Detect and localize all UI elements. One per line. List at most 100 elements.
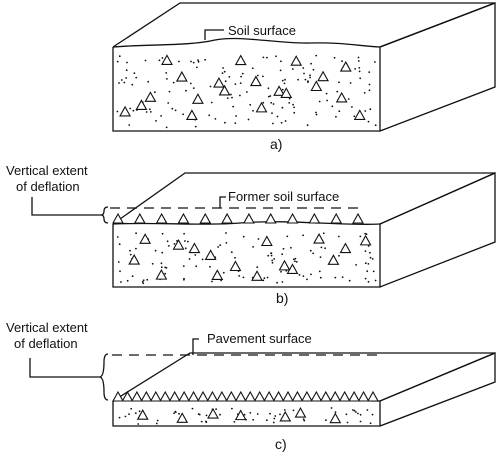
- soil-grain-dot: [147, 80, 150, 83]
- soil-grain-dot: [262, 279, 265, 282]
- soil-grain-dot: [368, 71, 371, 73]
- soil-grain-dot: [284, 120, 287, 122]
- deflation-brace: [100, 206, 109, 224]
- stone-triangle: [234, 409, 247, 421]
- soil-grain-dot: [130, 407, 133, 410]
- stone-triangle: [136, 409, 149, 420]
- soil-grain-dot: [275, 55, 277, 58]
- soil-grain-dot: [369, 108, 372, 111]
- soil-grain-dot: [291, 68, 294, 70]
- soil-grain-dot: [211, 280, 213, 283]
- block-front-face: [112, 401, 381, 427]
- soil-grain-dot: [265, 419, 268, 422]
- stone-triangle: [260, 235, 273, 247]
- surface-stone-triangle: [197, 390, 209, 402]
- soil-grain-dot: [196, 66, 198, 69]
- surface-stone-triangle: [242, 212, 255, 224]
- soil-grain-dot: [225, 232, 227, 234]
- surface-stone-triangle: [177, 212, 190, 224]
- panel-c-caption: c): [275, 436, 287, 452]
- surface-stone-triangle: [286, 212, 299, 224]
- soil-grain-dot: [359, 235, 362, 238]
- soil-grain-dot: [174, 109, 177, 112]
- soil-grain-dot: [129, 107, 132, 110]
- surface-stone-triangle: [159, 390, 172, 402]
- soil-grain-dot: [319, 276, 322, 279]
- soil-grain-dot: [279, 69, 282, 72]
- soil-grain-dot: [138, 410, 141, 413]
- deflation-leader: [31, 197, 101, 216]
- soil-grain-dot: [302, 418, 305, 420]
- surface-stone-triangle: [149, 390, 162, 402]
- soil-grain-dot: [128, 413, 130, 415]
- soil-grain-dot: [204, 58, 207, 61]
- soil-grain-dot: [283, 409, 286, 411]
- soil-grain-dot: [118, 243, 121, 246]
- side-label-line2: of deflation: [14, 336, 78, 351]
- soil-grain-dot: [182, 265, 185, 267]
- soil-grain-dot: [267, 254, 270, 257]
- panel-c: [29, 338, 496, 427]
- current-soil-surface-line: [112, 221, 381, 225]
- soil-grain-dot: [221, 72, 224, 75]
- soil-grain-dot: [251, 67, 254, 70]
- soil-grain-dot: [158, 59, 161, 62]
- soil-grain-dot: [315, 111, 317, 114]
- soil-grain-dot: [302, 275, 305, 277]
- soil-grain-dot: [372, 270, 375, 273]
- soil-grain-dot: [223, 70, 226, 73]
- surface-stone-triangle: [244, 390, 257, 402]
- soil-grain-dot: [341, 60, 343, 63]
- soil-grain-dot: [184, 240, 186, 242]
- soil-surface-label: Soil surface: [228, 23, 296, 38]
- soil-grain-dot: [168, 245, 170, 247]
- soil-grain-dot: [224, 80, 227, 83]
- soil-grain-dot: [135, 232, 138, 235]
- soil-grain-dot: [298, 274, 301, 276]
- stone-triangle: [172, 239, 185, 250]
- soil-grain-dot: [173, 243, 176, 245]
- soil-grain-dot: [288, 102, 291, 104]
- stone-triangle: [329, 412, 342, 424]
- soil-grain-dot: [160, 115, 163, 117]
- surface-stone-triangle: [225, 390, 238, 402]
- soil-grain-dot: [231, 407, 233, 410]
- soil-grain-dot: [116, 110, 119, 113]
- soil-grain-dot: [183, 232, 186, 235]
- surface-stone-triangle: [319, 390, 332, 402]
- soil-grain-dot: [189, 82, 192, 85]
- soil-grain-dot: [156, 419, 159, 422]
- soil-grain-dot: [280, 121, 283, 124]
- soil-grain-dot: [135, 76, 138, 79]
- soil-grain-dot: [346, 421, 349, 424]
- soil-grain-dot: [318, 100, 321, 103]
- soil-grain-dot: [252, 246, 255, 248]
- soil-grain-dot: [131, 275, 134, 278]
- stone-triangle: [310, 80, 323, 92]
- soil-grain-dot: [364, 110, 367, 112]
- stone-triangle: [176, 412, 189, 423]
- soil-grain-dot: [192, 87, 195, 89]
- soil-grain-dot: [241, 72, 244, 75]
- soil-grain-dot: [137, 423, 140, 425]
- soil-grain-dot: [352, 409, 354, 411]
- soil-grain-dot: [348, 279, 351, 282]
- soil-grain-dot: [209, 85, 212, 88]
- soil-grain-dot: [226, 97, 229, 99]
- surface-stone-triangle: [121, 390, 134, 402]
- surface-stone-triangle: [330, 212, 343, 224]
- soil-grain-dot: [270, 101, 273, 104]
- soil-grain-dot: [222, 67, 225, 69]
- soil-grain-dot: [119, 270, 121, 273]
- stone-triangle: [255, 101, 268, 113]
- soil-grain-dot: [233, 421, 236, 423]
- surface-stone-triangle: [206, 390, 219, 402]
- soil-fill: [116, 54, 377, 129]
- soil-grain-dot: [148, 108, 151, 111]
- soil-grain-dot: [128, 124, 131, 126]
- soil-grain-dot: [117, 261, 120, 263]
- stone-triangle: [234, 54, 247, 66]
- block-side-face: [379, 172, 496, 288]
- soil-grain-dot: [369, 422, 372, 425]
- soil-grain-dot: [234, 122, 237, 124]
